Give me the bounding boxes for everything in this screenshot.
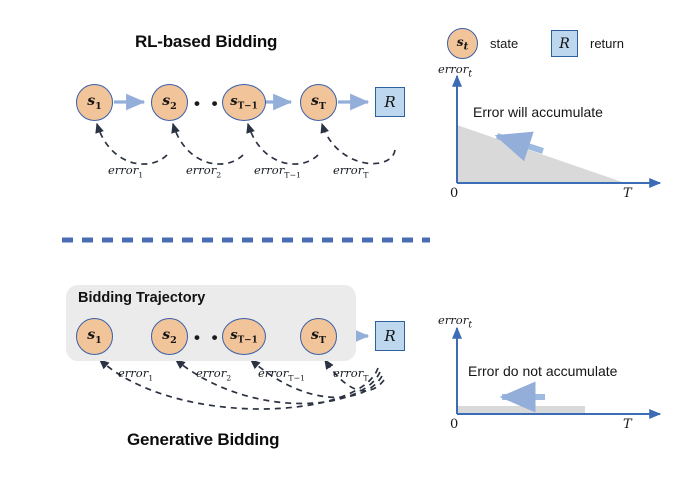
error-label-1-bottom: error1	[118, 366, 154, 383]
top-chart-origin-label: 0	[450, 186, 459, 201]
bottom-chart-annotation: Error do not accumulate	[468, 363, 618, 379]
state-node-sT-1-bottom-label: sT−1	[230, 327, 258, 346]
state-node-sT-bottom-label: sT	[311, 327, 326, 346]
state-node-s2-bottom[interactable]: s2	[151, 318, 188, 355]
page-title-generative-bidding: Generative Bidding	[127, 430, 280, 449]
state-node-s1-bottom[interactable]: s1	[76, 318, 113, 355]
top-chart-ylabel: errort	[438, 62, 473, 80]
top-chart	[452, 74, 662, 188]
error-label-T-1-bottom: errorT−1	[258, 366, 305, 383]
page-title-rl-based-bidding: RL-based Bidding	[135, 32, 278, 51]
state-node-sT-1-bottom[interactable]: sT−1	[222, 318, 266, 355]
top-chart-area	[457, 125, 625, 183]
error-label-2-bottom: error2	[196, 366, 232, 383]
legend-state-symbol-label: st	[456, 34, 469, 53]
bottom-chart-origin-label: 0	[450, 417, 459, 432]
state-node-sT-label: sT	[311, 93, 326, 112]
state-node-s1-label: s1	[87, 93, 102, 112]
error-label-2-top: error2	[186, 163, 222, 180]
legend-state-text: state	[490, 36, 519, 51]
state-node-sT-1[interactable]: sT−1	[222, 84, 266, 121]
state-node-sT-bottom[interactable]: sT	[300, 318, 337, 355]
legend-return-text: return	[590, 36, 624, 51]
legend-return-symbol: R	[551, 30, 578, 57]
error-label-1-top: error1	[108, 163, 144, 180]
bottom-chart-ylabel: errort	[438, 313, 473, 331]
top-error-arcs	[95, 122, 396, 165]
bidding-trajectory-label: Bidding Trajectory	[78, 290, 206, 306]
state-node-s1[interactable]: s1	[76, 84, 113, 121]
top-chart-trend-arrow	[494, 131, 544, 162]
state-node-s2[interactable]: s2	[151, 84, 188, 121]
return-box-bottom[interactable]: R	[375, 321, 405, 351]
state-node-sT[interactable]: sT	[300, 84, 337, 121]
legend-state-symbol: st	[447, 28, 478, 59]
top-chart-xmax-label: T	[623, 186, 632, 201]
state-node-s2-bottom-label: s2	[162, 327, 177, 346]
error-label-T-1-top: errorT−1	[254, 163, 301, 180]
bottom-chart-xmax-label: T	[623, 417, 632, 432]
state-node-s1-bottom-label: s1	[87, 327, 102, 346]
state-node-s2-label: s2	[162, 93, 177, 112]
error-label-T-top: errorT	[333, 163, 369, 180]
return-box-top[interactable]: R	[375, 87, 405, 117]
error-label-T-bottom: errorT	[333, 366, 369, 383]
state-node-sT-1-label: sT−1	[230, 93, 258, 112]
top-chart-annotation: Error will accumulate	[473, 104, 603, 120]
bottom-chart-area	[457, 406, 585, 414]
